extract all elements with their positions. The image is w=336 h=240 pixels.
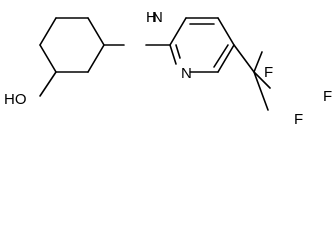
fluorine-label-1: F (264, 64, 273, 81)
amine-n-label: N (152, 9, 163, 26)
hydroxyl-bond (39, 71, 57, 97)
fluorine-label-3: F (294, 111, 303, 128)
cyclohexane-ring (39, 17, 105, 73)
amine-h-label: H (146, 9, 157, 26)
pyridine-n-label: N (181, 65, 192, 82)
pyridine-ring (169, 17, 235, 73)
chemical-structure: HO H N N F F F (4, 9, 332, 128)
trifluoromethyl-group (233, 44, 271, 111)
fluorine-label-2: F (323, 88, 332, 105)
hydroxyl-label: HO (4, 91, 27, 108)
